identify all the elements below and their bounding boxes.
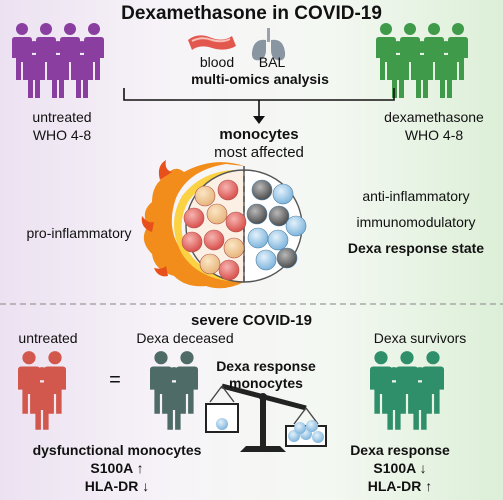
dexamethasone-who-label: WHO 4-8 [404,127,464,143]
immunomodulatory-label: immunomodulatory [356,214,476,230]
right-s100a-label: S100A ↓ [373,460,427,476]
untreated-label: untreated [32,109,92,125]
left-s100a-label: S100A ↑ [90,460,144,476]
response-monocytes-line1: Dexa response [216,358,316,374]
blood-vessel-icon [188,35,236,50]
fire-icon [141,160,244,289]
dexa-deceased-label: Dexa deceased [136,330,234,346]
pro-inflammatory-label: pro-inflammatory [26,225,132,241]
dexa-response-label: Dexa response [350,442,450,458]
lungs-icon [251,28,286,61]
pro-inflammatory-cells [181,179,247,281]
dexa-survivors-label: Dexa survivors [373,330,467,346]
dexa-deceased-people-icon [150,351,198,430]
anti-inflammatory-label: anti-inflammatory [362,188,470,204]
balance-scale-icon [205,383,327,452]
down-arrow-icon [253,116,265,124]
analysis-bracket [123,88,395,118]
equals-sign: = [109,369,121,391]
most-affected-label: most affected [214,144,304,161]
blood-label: blood [199,54,235,70]
untreated-who-label: WHO 4-8 [32,127,92,143]
figure-title: Dexamethasone in COVID-19 [121,3,382,24]
untreated-severe-label: untreated [18,330,78,346]
monocytes-label: monocytes [219,126,299,143]
analysis-label: multi-omics analysis [191,71,329,87]
anti-inflammatory-cells [246,179,307,271]
untreated-people-icon [12,23,104,98]
bal-label: BAL [258,54,286,70]
dexamethasone-people-icon [376,23,468,98]
dexamethasone-label: dexamethasone [384,109,484,125]
right-hladr-label: HLA-DR ↑ [367,478,433,494]
dexa-survivors-people-icon [370,351,444,430]
severe-covid-heading: severe COVID-19 [191,312,312,329]
response-monocytes-line2: monocytes [229,375,303,391]
dysfunctional-monocytes-label: dysfunctional monocytes [32,442,202,458]
left-hladr-label: HLA-DR ↓ [84,478,150,494]
dexa-response-state-label: Dexa response state [347,240,485,256]
untreated-severe-people-icon [18,351,66,430]
